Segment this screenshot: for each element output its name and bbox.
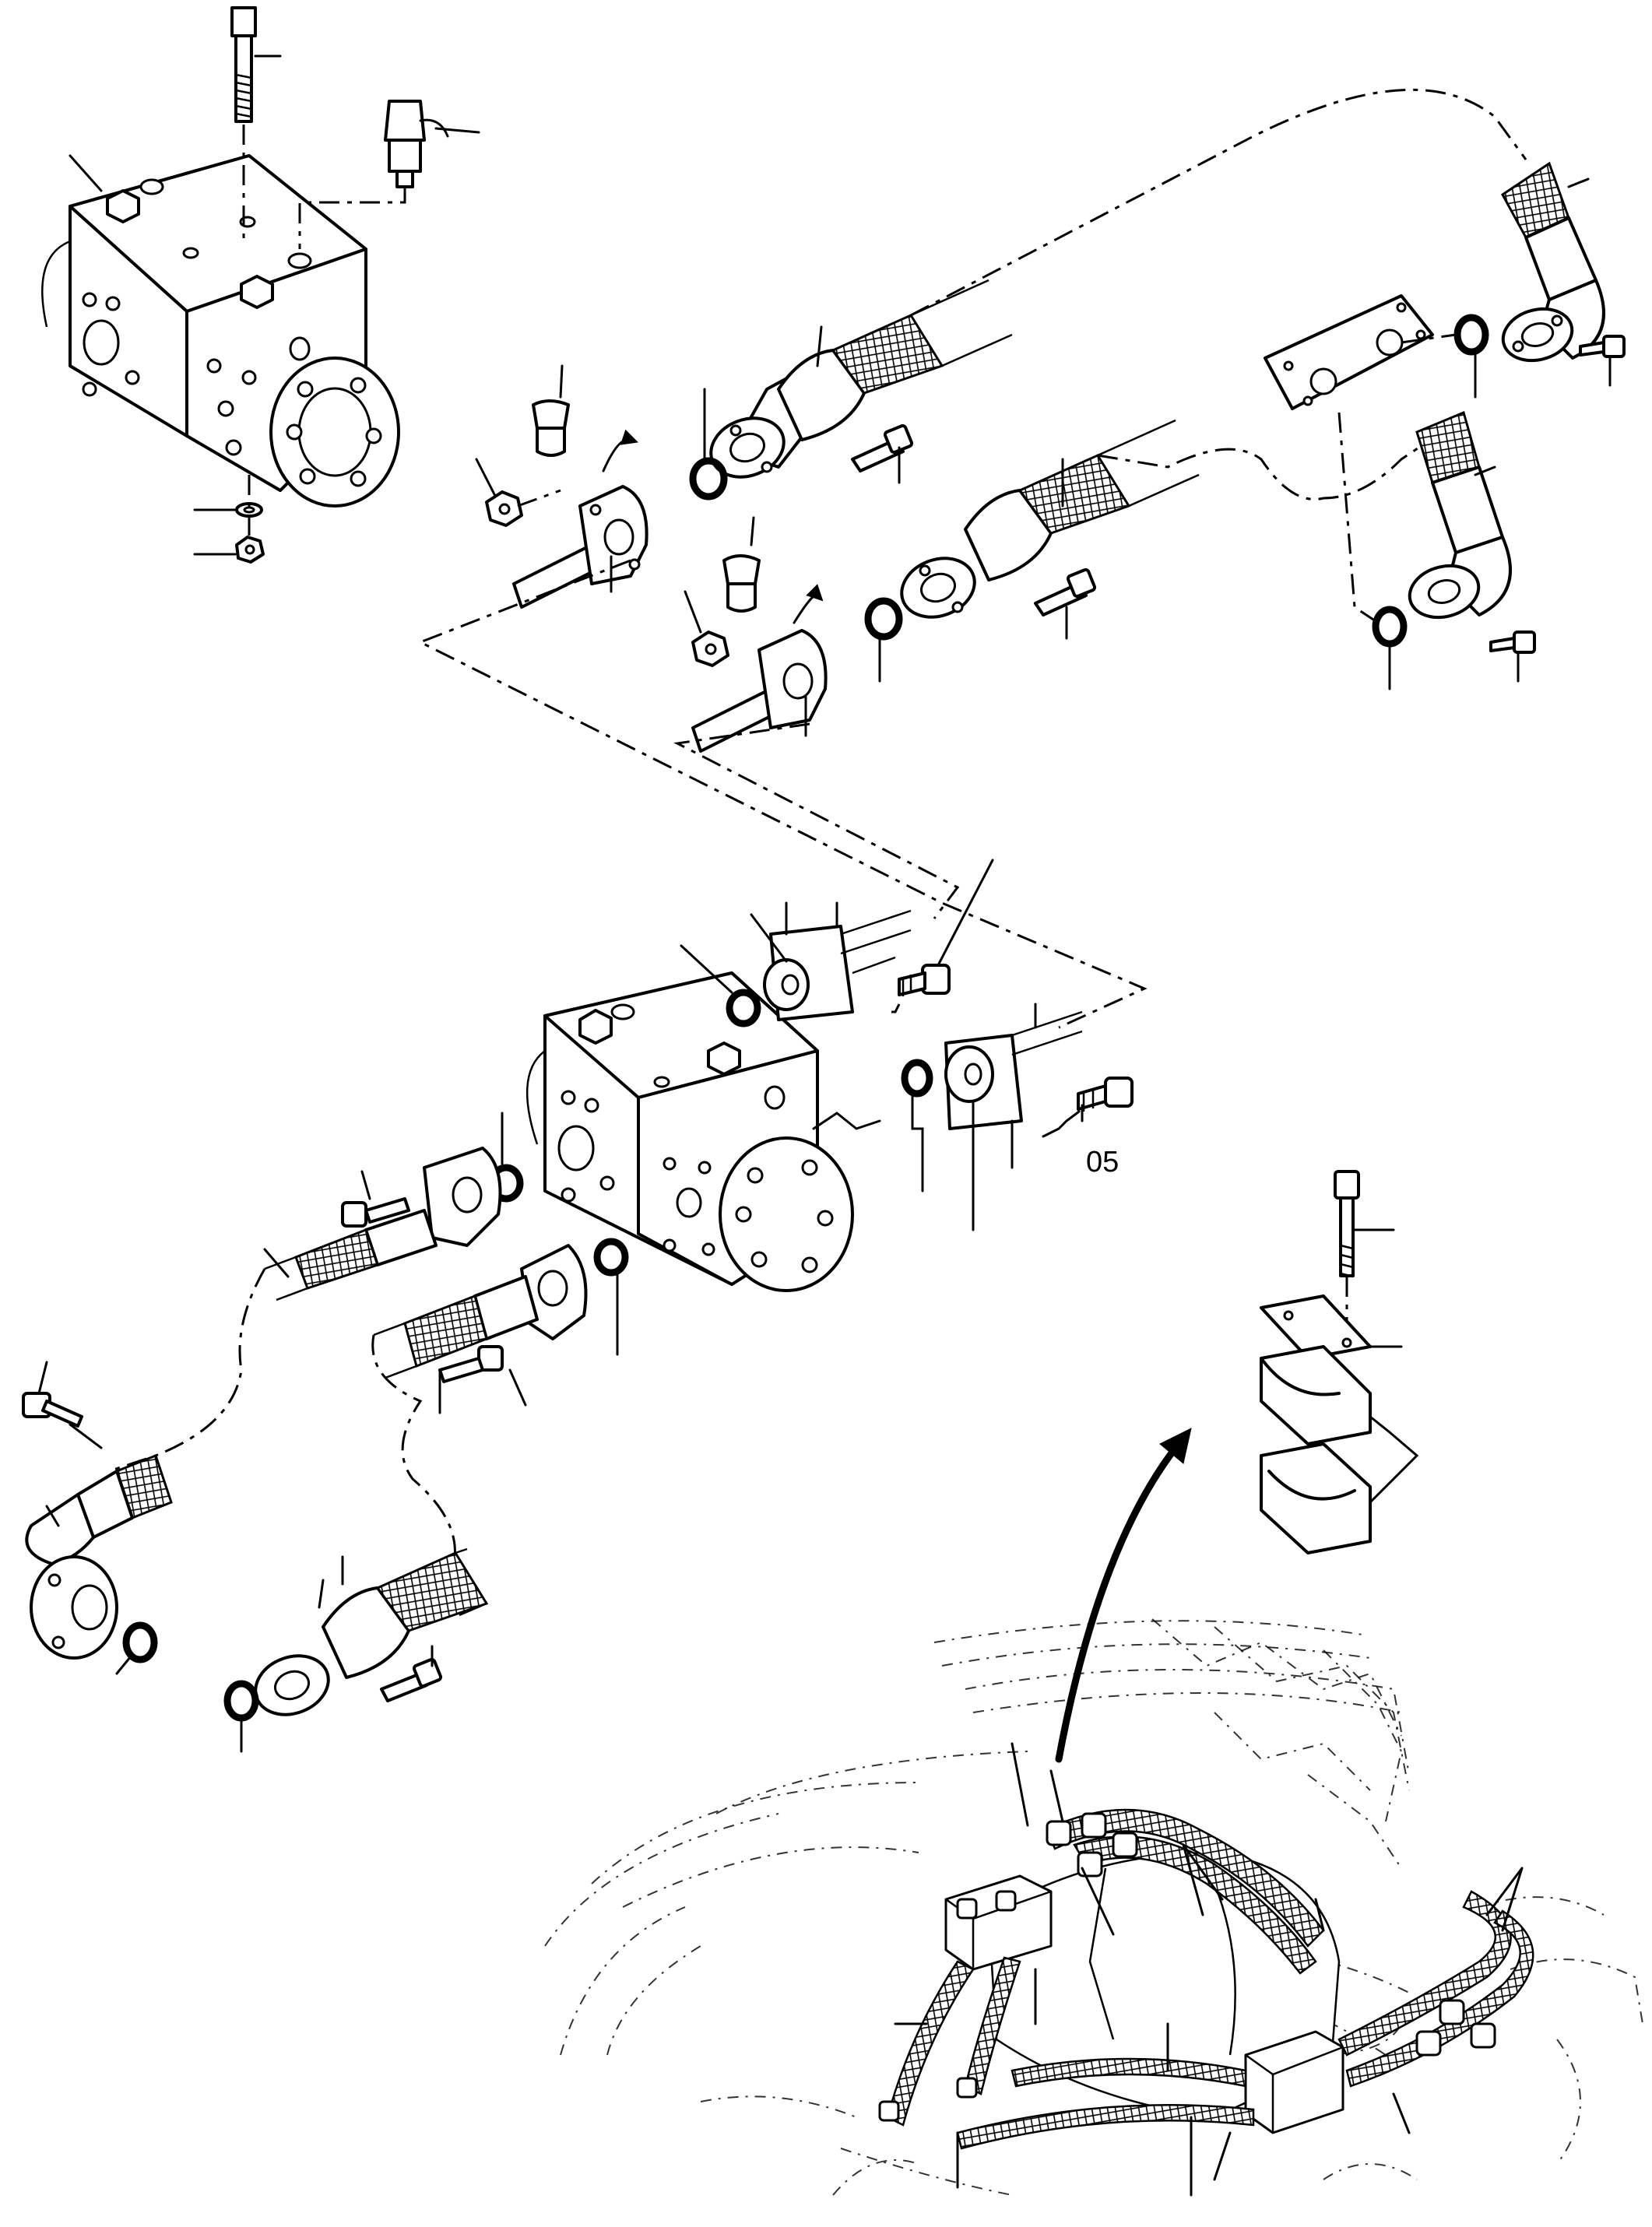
leader-valve-upper	[69, 154, 103, 192]
valve-block-upper	[41, 154, 400, 508]
washer-nut-stack	[193, 475, 265, 564]
mounting-plate-upper	[1264, 294, 1457, 410]
o-ring-d	[1372, 606, 1408, 648]
tube-flange-a	[512, 485, 648, 609]
o-ring-g	[122, 1621, 158, 1663]
plug-hex-2	[240, 275, 274, 309]
tube-flange-b	[691, 629, 828, 753]
hose-elbow-upper-right	[1501, 161, 1626, 387]
test-point-fitting	[298, 100, 480, 249]
installation-view	[544, 1618, 1643, 2197]
hose-elbow-lower-right	[1408, 410, 1536, 683]
flange-assembly-a	[709, 279, 1013, 484]
nut-b	[684, 590, 729, 667]
flange-middle-top	[680, 859, 994, 1027]
cap-plug-b	[722, 516, 761, 613]
o-ring-c	[1453, 314, 1489, 356]
nut-a	[475, 458, 561, 527]
pipe-clamp-assembly	[1260, 1170, 1419, 1554]
o-ring-h	[223, 1680, 259, 1722]
flange-assembly-b	[900, 419, 1200, 640]
detail-arrow	[1055, 1444, 1179, 1763]
part-label-05: 05	[1086, 1146, 1119, 1178]
flange-middle-right: 05	[901, 1003, 1134, 1231]
valve-block-middle	[525, 971, 881, 1292]
flange-assembly-c	[254, 1547, 489, 1716]
hose-elbow-left	[22, 1361, 173, 1660]
o-ring-a	[689, 457, 728, 501]
o-ring-f	[593, 1238, 629, 1277]
long-bolt-top	[230, 6, 282, 241]
hose-left-lower	[373, 1244, 588, 1414]
cap-plug-a	[532, 364, 570, 457]
o-ring-b	[864, 597, 903, 641]
hose-left-upper	[263, 1147, 502, 1301]
plug-hex	[106, 189, 140, 223]
